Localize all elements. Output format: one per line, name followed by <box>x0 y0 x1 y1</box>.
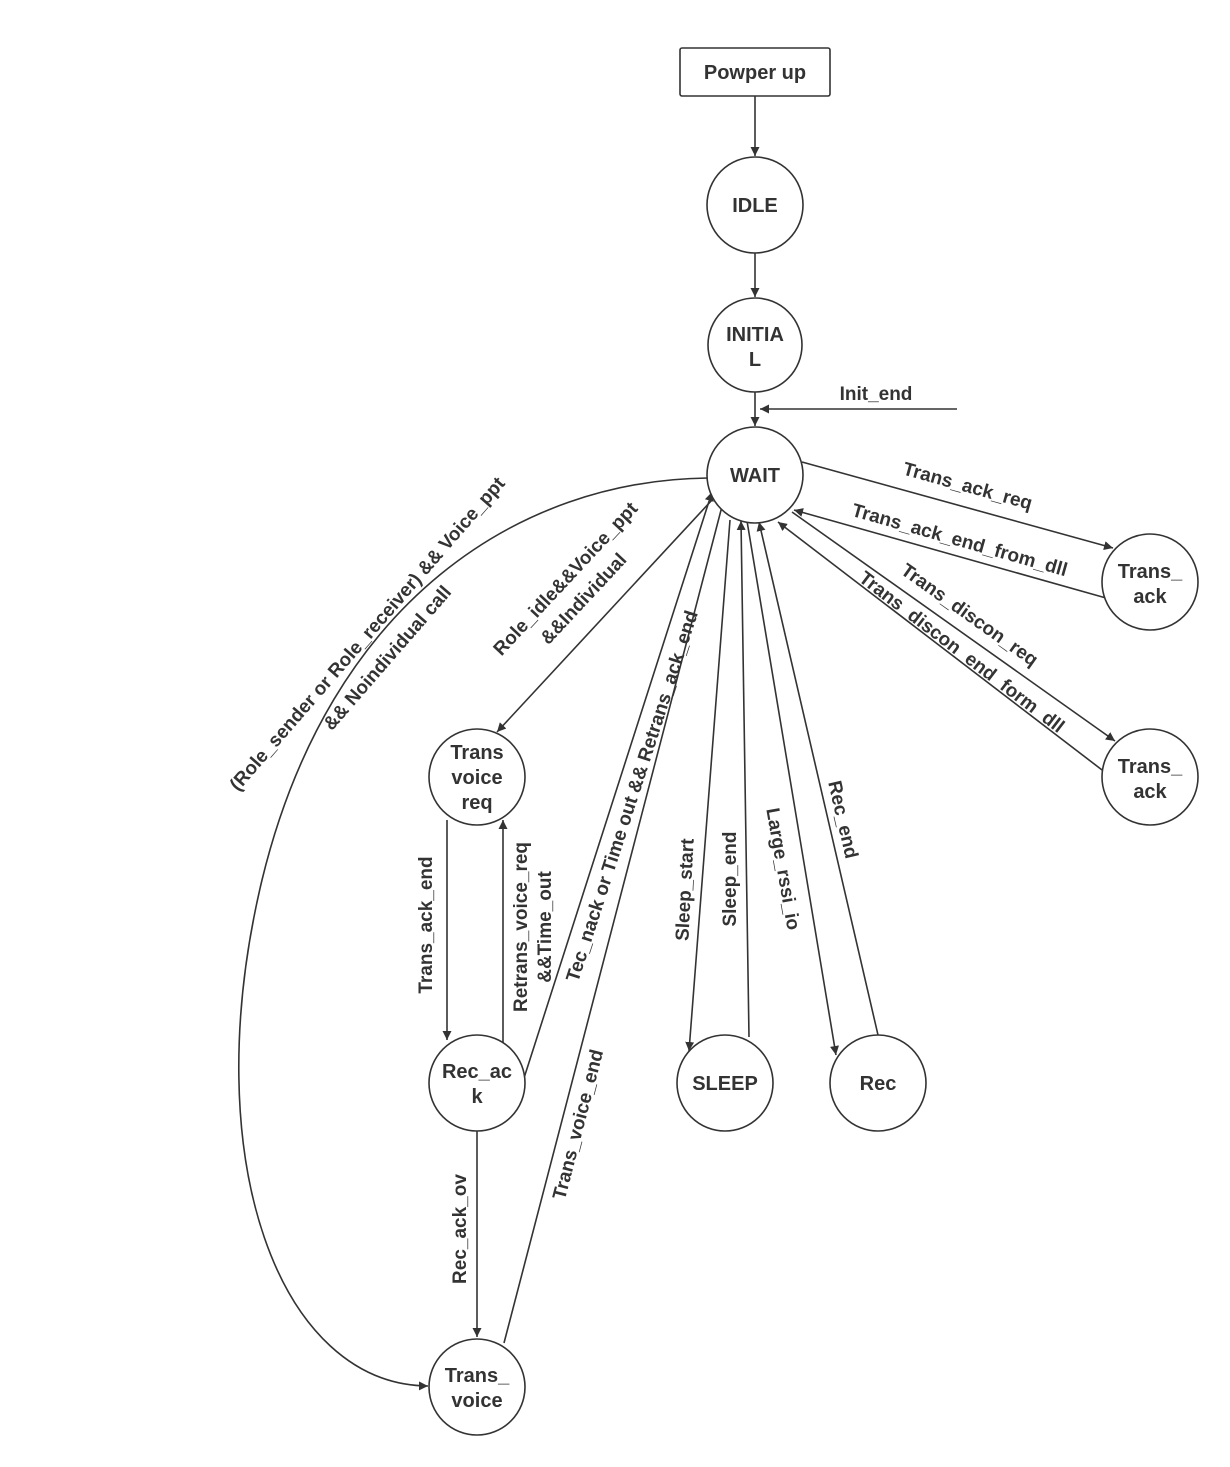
edge-rec-end <box>756 521 879 1036</box>
node-sleep-label: SLEEP <box>692 1073 758 1095</box>
label-rec-end: Rec_end <box>823 779 861 861</box>
label-init-end: Init_end <box>840 384 913 405</box>
node-trans-ack-2-line2: ack <box>1133 781 1167 803</box>
node-sleep: SLEEP <box>676 1034 774 1132</box>
node-trans-ack-1: Trans_ ack <box>1101 533 1199 631</box>
label-trans-ack-end-from-dll: Trans_ack_end_from_dll <box>849 500 1069 581</box>
node-rec-ack-line1: Rec_ac <box>442 1061 512 1083</box>
node-trans-ack-1-line2: ack <box>1133 586 1167 608</box>
node-initial-label-line1: INITIA <box>726 324 784 346</box>
label-role-idle-line1: Role_idle&&Voice_ppt <box>490 498 643 660</box>
node-rec-ack: Rec_ac k <box>428 1034 526 1132</box>
node-wait-label: WAIT <box>730 465 780 487</box>
node-trans-voice-req-line2: voice <box>451 767 502 789</box>
edge-trans-ack-end-from-dll <box>793 508 1107 599</box>
node-wait: WAIT <box>706 426 804 524</box>
edge-tec-nack <box>523 491 714 1079</box>
label-sleep-start: Sleep_start <box>672 837 698 941</box>
node-trans-voice-req-line3: req <box>461 792 492 814</box>
label-rec-ack-ov: Rec_ack_ov <box>450 1174 471 1284</box>
label-retrans-voice-req-line1: Retrans_voice_req <box>511 842 532 1012</box>
edges <box>238 96 1116 1391</box>
node-rec-label: Rec <box>860 1073 897 1095</box>
node-powerup: Powper up <box>679 47 831 97</box>
edge-labels: Init_end Trans_ack_req Trans_ack_end_fro… <box>226 384 1070 1284</box>
edge-trans-discon-req <box>791 511 1116 742</box>
label-trans-ack-req: Trans_ack_req <box>901 459 1035 515</box>
label-sleep-end: Sleep_end <box>720 831 741 926</box>
nodes: Powper up IDLE INITIA L WAIT Trans_ ack … <box>428 47 1199 1436</box>
edge-large-rssi-io <box>746 520 839 1056</box>
node-trans-voice-req-line1: Trans <box>450 742 503 764</box>
label-trans-voice-end: Trans_voice_end <box>549 1047 608 1202</box>
edge-trans-ack-req <box>801 461 1114 550</box>
node-rec: Rec <box>829 1034 927 1132</box>
node-idle-label: IDLE <box>732 195 778 217</box>
edge-trans-discon-end-form-dll <box>777 521 1107 774</box>
node-initial: INITIA L <box>707 297 803 393</box>
node-initial-label-line2: L <box>749 349 761 371</box>
label-retrans-voice-req-line2: &&Time_out <box>535 871 556 983</box>
edge-role-sender <box>238 477 709 1391</box>
edge-trans-voice-end <box>503 490 729 1344</box>
node-trans-ack-2: Trans_ ack <box>1101 728 1199 826</box>
node-idle: IDLE <box>706 156 804 254</box>
edge-sleep-end <box>736 520 750 1038</box>
edge-sleep-start <box>685 519 731 1052</box>
node-rec-ack-line2: k <box>471 1086 483 1108</box>
node-trans-ack-2-line1: Trans_ <box>1118 756 1183 778</box>
edge-role-idle <box>496 499 713 733</box>
label-trans-ack-end: Trans_ack_end <box>416 856 437 993</box>
node-trans-ack-1-line1: Trans_ <box>1118 561 1183 583</box>
node-trans-voice: Trans_ voice <box>428 1338 526 1436</box>
node-trans-voice-line1: Trans_ <box>445 1365 510 1387</box>
node-trans-voice-line2: voice <box>451 1390 502 1412</box>
node-powerup-label: Powper up <box>704 62 806 84</box>
node-trans-voice-req: Trans voice req <box>428 728 526 826</box>
